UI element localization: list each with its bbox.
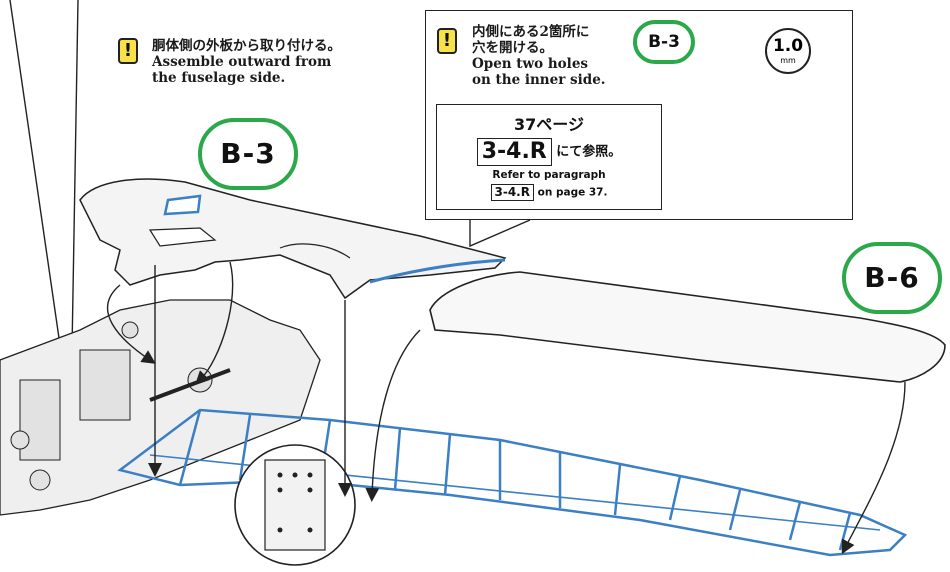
drill-size-icon: 1.0 mm: [765, 28, 811, 74]
reference-page-jp: 37ページ: [514, 115, 584, 134]
callout-jp-1: 内側にある2箇所に: [472, 24, 590, 40]
reference-en-suffix: on page 37.: [537, 186, 608, 199]
outer-wing-skin: [429, 271, 946, 383]
leader-line-left: [9, 0, 61, 346]
reference-code-small: 3-4.R: [490, 184, 534, 201]
leader-line-left-2: [71, 0, 79, 351]
reference-code: 3-4.R: [476, 138, 552, 166]
warning-icon-callout: !: [437, 28, 457, 54]
note-left-en-1: Assemble outward from: [152, 54, 332, 70]
reference-line-en: 3-4.R on page 37.: [437, 184, 661, 201]
reference-en-prefix: Refer to paragraph: [492, 169, 606, 181]
drill-size-value: 1.0: [772, 36, 804, 56]
reference-suffix-jp: にて参照。: [556, 144, 622, 160]
part-label-b6: B-6: [842, 242, 942, 314]
note-callout: 内側にある2箇所に 穴を開ける。 Open two holes on the i…: [472, 24, 652, 88]
callout-part-label: B-3: [633, 20, 695, 64]
callout-en-2: on the inner side.: [472, 72, 606, 88]
note-left: 胴体側の外板から取り付ける。 Assemble outward from the…: [152, 38, 412, 86]
part-label-b3: B-3: [198, 118, 298, 190]
reference-line-jp: 3-4.R にて参照。: [437, 138, 661, 166]
note-left-en-2: the fuselage side.: [152, 70, 286, 86]
drill-size-unit: mm: [780, 56, 796, 65]
callout-en-1: Open two holes: [472, 56, 589, 72]
warning-icon-left: !: [118, 38, 138, 64]
callout-jp-2: 穴を開ける。: [472, 40, 553, 56]
callout-pointer: [469, 219, 531, 248]
reference-box: 37ページ 3-4.R にて参照。 Refer to paragraph 3-4…: [436, 104, 662, 210]
note-left-jp: 胴体側の外板から取り付ける。: [152, 38, 341, 54]
